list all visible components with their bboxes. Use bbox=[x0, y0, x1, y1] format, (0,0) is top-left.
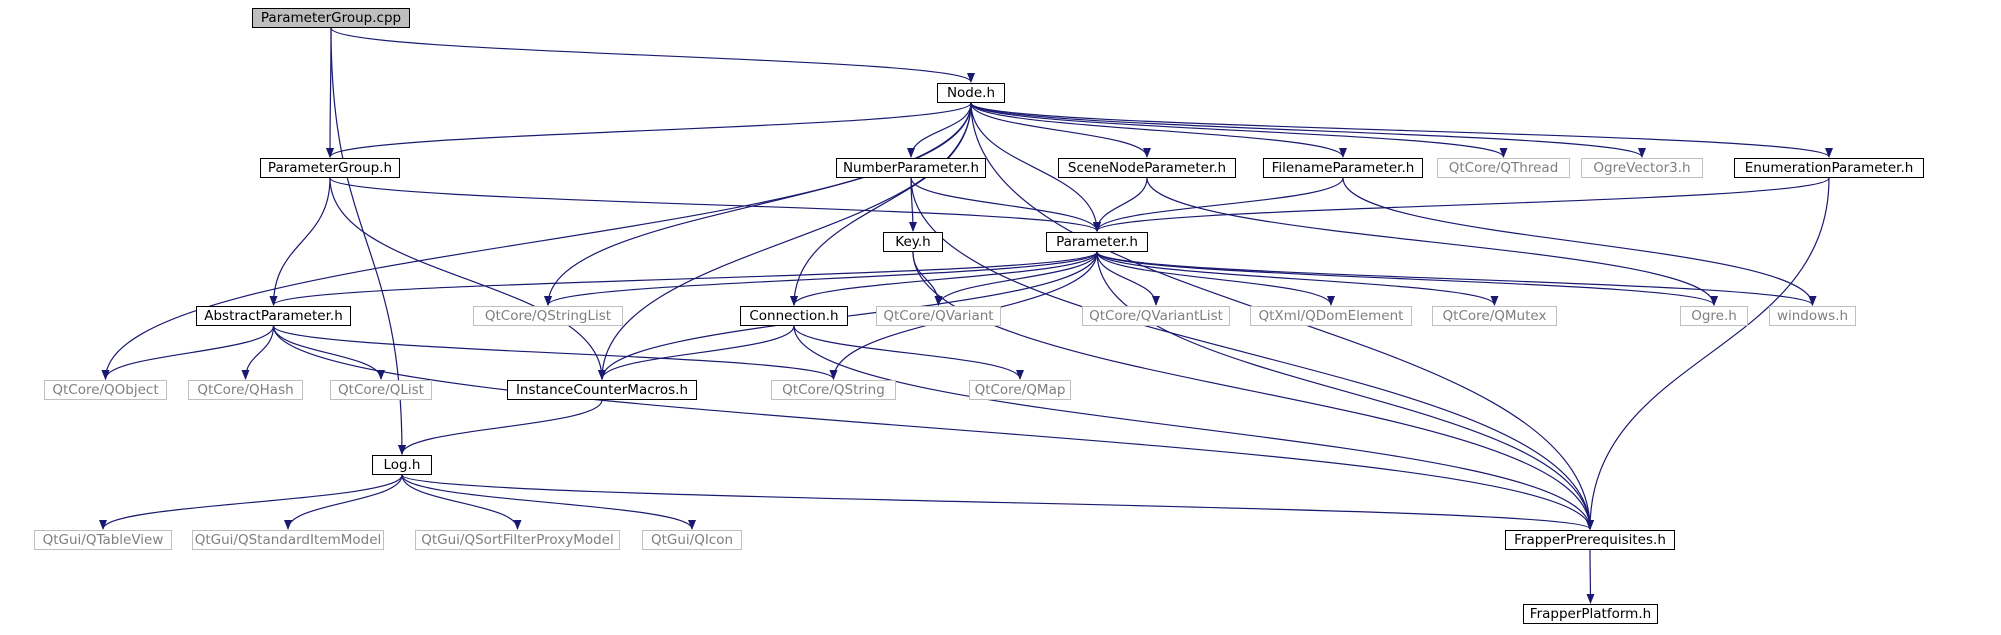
node-qstditemmodel: QtGui/QStandardItemModel bbox=[192, 530, 384, 550]
node-parameter-h[interactable]: Parameter.h bbox=[1046, 232, 1148, 252]
node-qsortfilter: QtGui/QSortFilterProxyModel bbox=[415, 530, 620, 550]
edge-parameter_h-to-windows_h bbox=[1096, 251, 1817, 306]
edge-abstractparam_h-to-qhash bbox=[241, 325, 275, 380]
edge-log_h-to-qsortfilter bbox=[401, 474, 522, 530]
node-frapperprereq-h[interactable]: FrapperPrerequisites.h bbox=[1505, 530, 1675, 550]
node-key-h[interactable]: Key.h bbox=[883, 232, 943, 252]
edge-parameter_h-to-qvariant bbox=[934, 251, 1098, 306]
edge-parameter_h-to-qmutex bbox=[1096, 251, 1499, 306]
edge-key_h-to-frapperprereq_h bbox=[912, 251, 1594, 530]
edge-node_h-to-ogrevector3 bbox=[970, 102, 1646, 158]
edge-log_h-to-frapperprereq_h bbox=[401, 474, 1594, 530]
edge-filenameparam_h-to-parameter_h bbox=[1093, 177, 1344, 232]
edge-parameter_h-to-ogre_h bbox=[1096, 251, 1718, 306]
edge-scenenodeparam_h-to-ogre_h bbox=[1146, 177, 1718, 306]
edge-connection_h-to-frapperprereq_h bbox=[793, 325, 1594, 530]
edge-parameter_h-to-instcounter_h bbox=[598, 251, 1098, 380]
node-ogrevector3: OgreVector3.h bbox=[1581, 158, 1703, 178]
edge-node_h-to-connection_h bbox=[790, 102, 972, 306]
edge-root-to-log_h bbox=[330, 27, 406, 455]
edge-node_h-to-paramgroup_h bbox=[326, 102, 972, 158]
edge-parameter_h-to-qvariantlist bbox=[1096, 251, 1160, 306]
node-enumparam-h[interactable]: EnumerationParameter.h bbox=[1734, 158, 1924, 178]
node-connection-h[interactable]: Connection.h bbox=[740, 306, 848, 326]
edge-numparam_h-to-frapperprereq_h bbox=[910, 177, 1594, 530]
edge-node_h-to-numparam_h bbox=[907, 102, 972, 158]
node-root[interactable]: ParameterGroup.cpp bbox=[252, 8, 410, 28]
edge-parameter_h-to-frapperprereq_h bbox=[1096, 251, 1594, 530]
node-scenenodeparam-h[interactable]: SceneNodeParameter.h bbox=[1058, 158, 1236, 178]
node-log-h[interactable]: Log.h bbox=[372, 455, 432, 475]
node-qthread: QtCore/QThread bbox=[1437, 158, 1570, 178]
edge-node_h-to-qthread bbox=[970, 102, 1508, 158]
node-qlist: QtCore/QList bbox=[330, 380, 432, 400]
edge-enumparam_h-to-frapperprereq_h bbox=[1586, 177, 1830, 530]
edge-node_h-to-filenameparam_h bbox=[970, 102, 1347, 158]
node-qobject: QtCore/QObject bbox=[44, 380, 167, 400]
edge-paramgroup_h-to-abstractparam_h bbox=[269, 177, 331, 306]
edge-connection_h-to-instcounter_h bbox=[598, 325, 795, 380]
node-frapperplatform-h[interactable]: FrapperPlatform.h bbox=[1523, 604, 1658, 624]
node-qicon: QtGui/QIcon bbox=[642, 530, 742, 550]
node-instcounter-h[interactable]: InstanceCounterMacros.h bbox=[507, 380, 697, 400]
edge-parameter_h-to-abstractparam_h bbox=[269, 251, 1098, 306]
edge-enumparam_h-to-parameter_h bbox=[1093, 177, 1830, 232]
edge-filenameparam_h-to-windows_h bbox=[1342, 177, 1817, 306]
node-qvariantlist: QtCore/QVariantList bbox=[1082, 306, 1230, 326]
edge-node_h-to-instcounter_h bbox=[598, 102, 972, 380]
edge-frapperprereq_h-to-frapperplatform_h bbox=[1586, 549, 1595, 604]
node-abstractparam-h[interactable]: AbstractParameter.h bbox=[196, 306, 351, 326]
edge-connection_h-to-qmap bbox=[793, 325, 1024, 380]
edge-node_h-to-qobject bbox=[101, 102, 972, 380]
edge-log_h-to-qstditemmodel bbox=[284, 474, 403, 530]
edge-node_h-to-parameter_h bbox=[970, 102, 1101, 232]
node-qdomelement: QtXml/QDomElement bbox=[1250, 306, 1412, 326]
node-numparam-h[interactable]: NumberParameter.h bbox=[836, 158, 986, 178]
edge-abstractparam_h-to-qstring bbox=[272, 325, 838, 380]
edge-root-to-node_h bbox=[330, 27, 975, 83]
edge-paramgroup_h-to-parameter_h bbox=[329, 177, 1101, 232]
edge-log_h-to-qicon bbox=[401, 474, 696, 530]
edge-node_h-to-qstringlist bbox=[544, 102, 972, 306]
edge-paramgroup_h-to-instcounter_h bbox=[329, 177, 606, 380]
edge-parameter_h-to-qdomelement bbox=[1096, 251, 1335, 306]
edge-numparam_h-to-parameter_h bbox=[910, 177, 1101, 232]
edge-abstractparam_h-to-qlist bbox=[272, 325, 385, 380]
node-qtableview: QtGui/QTableView bbox=[34, 530, 172, 550]
edge-node_h-to-enumparam_h bbox=[970, 102, 1833, 158]
edge-instcounter_h-to-log_h bbox=[398, 399, 603, 455]
node-qmutex: QtCore/QMutex bbox=[1432, 306, 1557, 326]
node-qhash: QtCore/QHash bbox=[188, 380, 303, 400]
node-node-h[interactable]: Node.h bbox=[937, 83, 1005, 103]
edge-abstractparam_h-to-frapperprereq_h bbox=[272, 325, 1594, 530]
node-ogre-h: Ogre.h bbox=[1680, 306, 1748, 326]
node-windows-h: windows.h bbox=[1769, 306, 1856, 326]
edge-log_h-to-qtableview bbox=[99, 474, 403, 530]
edge-key_h-to-qvariant bbox=[912, 251, 943, 306]
edge-parameter_h-to-qstringlist bbox=[544, 251, 1098, 306]
node-qmap: QtCore/QMap bbox=[969, 380, 1071, 400]
node-qstring: QtCore/QString bbox=[771, 380, 896, 400]
edge-abstractparam_h-to-qobject bbox=[101, 325, 275, 380]
edge-parameter_h-to-connection_h bbox=[790, 251, 1098, 306]
node-filenameparam-h[interactable]: FilenameParameter.h bbox=[1263, 158, 1423, 178]
node-qstringlist: QtCore/QStringList bbox=[473, 306, 623, 326]
node-paramgroup-h[interactable]: ParameterGroup.h bbox=[260, 158, 400, 178]
edge-node_h-to-scenenodeparam_h bbox=[970, 102, 1151, 158]
node-qvariant: QtCore/QVariant bbox=[876, 306, 1001, 326]
